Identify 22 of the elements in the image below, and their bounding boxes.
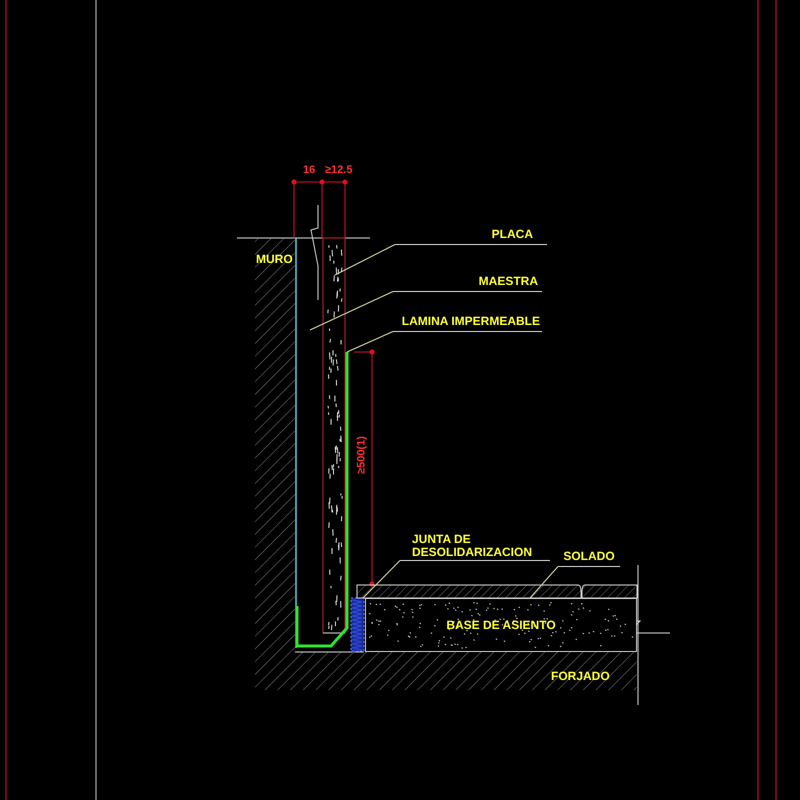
dimension-text: ≥500(1) [356,436,368,474]
dimension-text: ≥12.5 [325,164,352,177]
leader-line [310,291,394,330]
dimension-text: 16 [303,164,316,177]
part-label: BASE DE ASIENTO [446,619,556,634]
callout-text: SOLADO [563,550,615,564]
floor-tile-layer [356,584,638,598]
leader-line [346,331,394,352]
callout-text: JUNTA DE DESOLIDARIZACION [412,533,533,560]
waterproof-membrane [296,352,348,648]
plasterboard-layer [322,238,346,634]
leader-line [530,566,558,598]
part-label: FORJADO [551,670,610,683]
callout-text: PLACA [492,228,533,242]
leader-line [334,244,396,276]
callout-text: MAESTRA [478,275,538,290]
leader-line [362,560,400,598]
screed-layer [365,598,637,652]
part-label: MURO [256,253,293,266]
separation-joint [350,598,364,652]
callout-underline [400,533,550,561]
callout-text: LAMINA IMPERMEABLE [402,315,540,330]
